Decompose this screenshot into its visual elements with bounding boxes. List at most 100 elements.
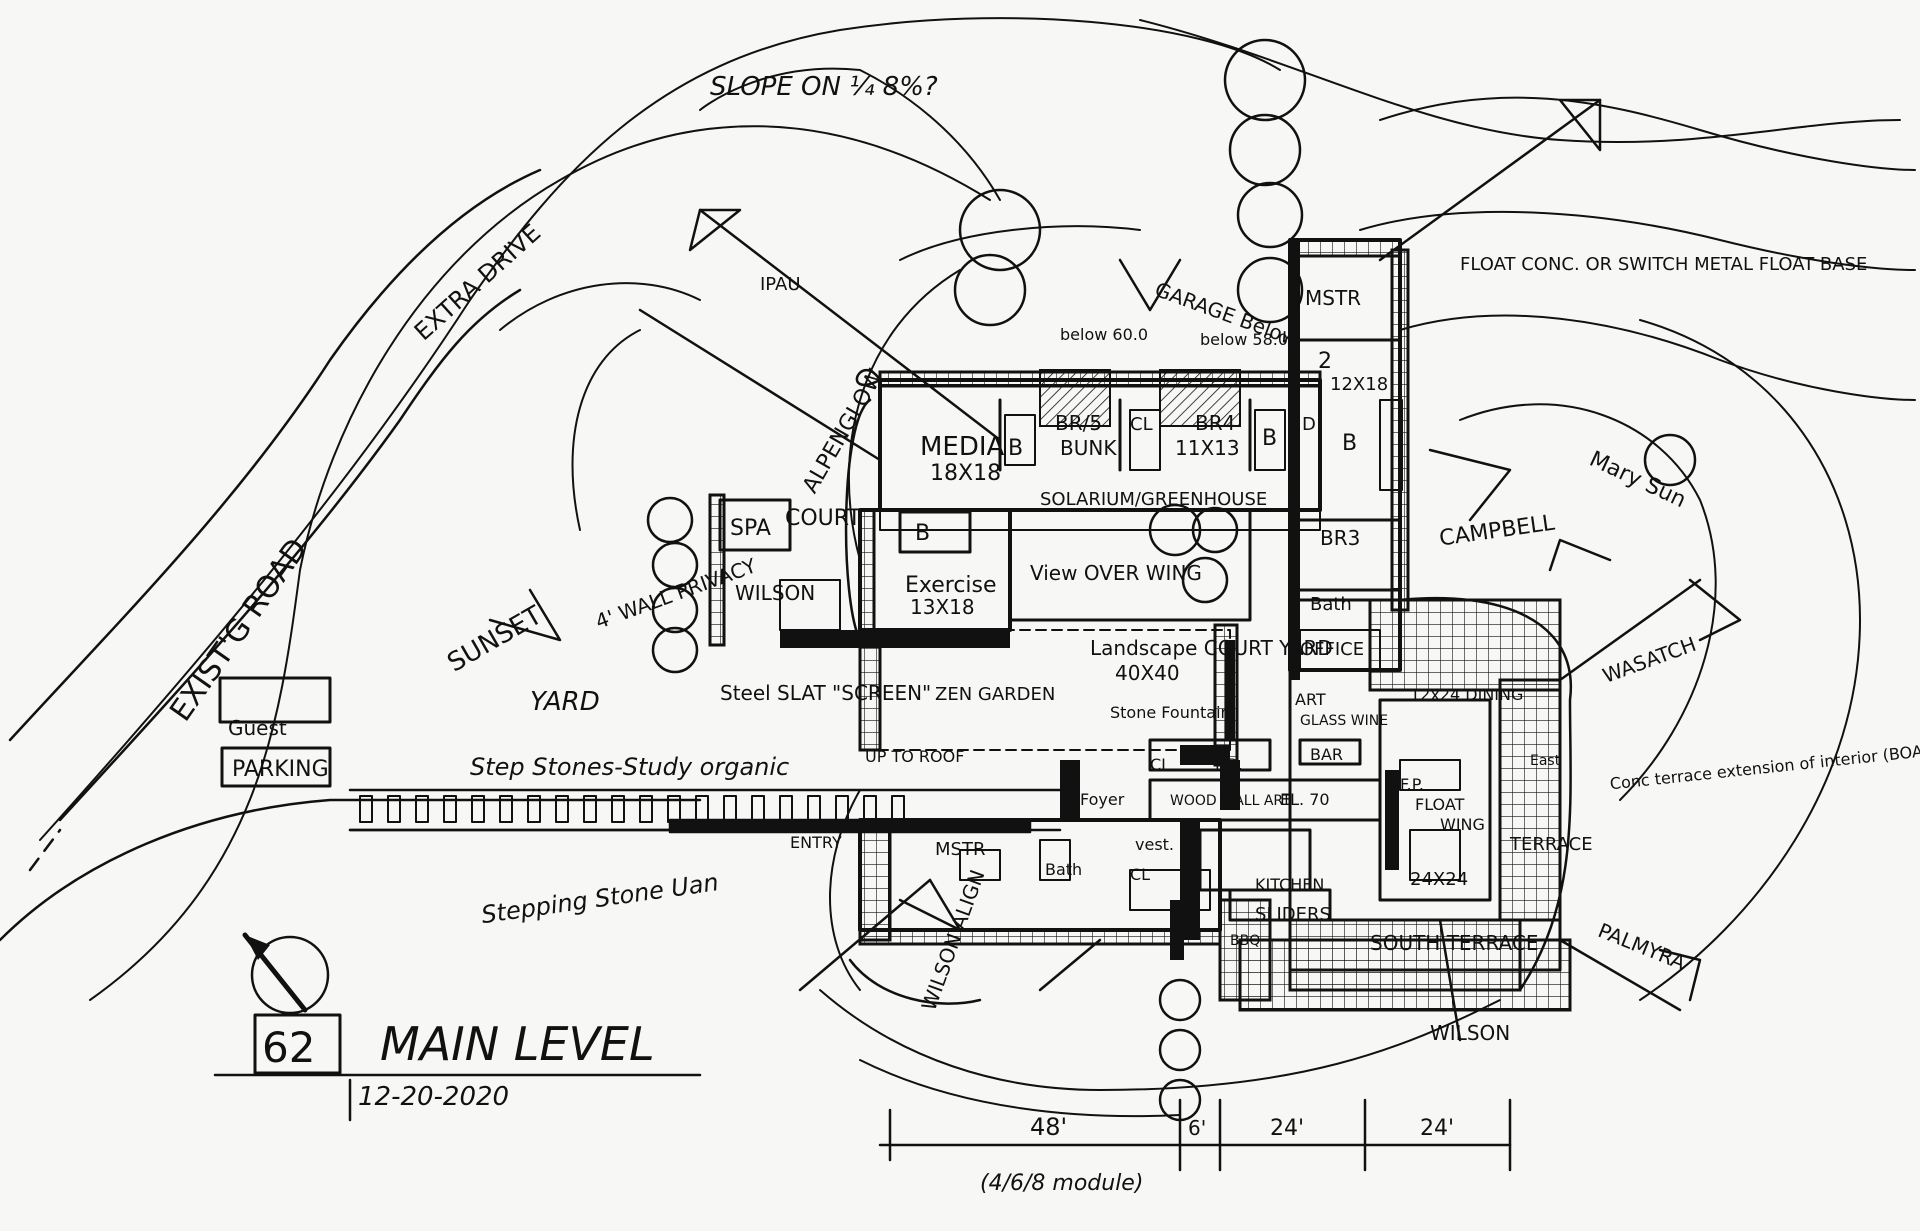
room-vest: vest.: [1135, 835, 1174, 854]
note-float-conc: FLOAT CONC. OR SWITCH METAL FLOAT BASE: [1460, 254, 1867, 275]
room-b4: B: [915, 521, 930, 546]
contour-lines: [39, 17, 1916, 1118]
room-up-to-roof: UP TO ROOF: [865, 747, 964, 766]
wilson-court-label: WILSON: [735, 581, 815, 605]
room-view-over-wing: View OVER WING: [1030, 561, 1202, 585]
tree-icon: [1148, 503, 1202, 557]
terrace-outline: [844, 368, 1573, 1005]
stepping-stone: [471, 795, 485, 823]
step-stones-label: Step Stones-Study organic: [470, 753, 789, 781]
room-d: D: [1302, 414, 1316, 435]
stepping-stone: [723, 795, 737, 823]
tree-icon: [1191, 506, 1239, 554]
dim-module: (4/6/8 module): [980, 1171, 1143, 1196]
room-below-58: below 58.0: [1200, 330, 1288, 349]
room-mstr-size: 12X18: [1330, 374, 1388, 395]
room-courtyard-size: 40X40: [1115, 661, 1180, 685]
dimension-lines: [878, 1098, 1512, 1172]
stepping-stone: [751, 795, 765, 823]
stepping-stone: [555, 795, 569, 823]
room-solarium: SOLARIUM/GREENHOUSE: [1040, 489, 1267, 510]
dim-48: 48': [1030, 1113, 1067, 1141]
tree-icon: [953, 253, 1027, 327]
room-landscape-courtyard: Landscape COURT YARD: [1090, 636, 1333, 660]
room-mstr-num: 2: [1318, 349, 1332, 374]
yard-label: YARD: [530, 687, 600, 717]
alpenglow-label: ALPENGLOW: [798, 365, 889, 498]
tree-icon: [646, 496, 694, 544]
trees: [646, 38, 1697, 1122]
court-label: COURT: [785, 506, 861, 531]
wilson-bottom-label: WILSON: [1430, 1021, 1510, 1045]
campbell-label: CAMPBELL: [1438, 510, 1557, 551]
tree-icon: [1228, 113, 1302, 187]
room-office: OFFICE: [1300, 639, 1364, 660]
room-bath: Bath: [1310, 594, 1352, 615]
room-entry: ENTRY: [790, 833, 842, 852]
stepping-stone: [639, 795, 653, 823]
stepping-stone: [499, 795, 513, 823]
room-glass-wine: GLASS WINE: [1300, 713, 1388, 729]
dim-6: 6': [1188, 1116, 1206, 1140]
steel-slat-label: Steel SLAT "SCREEN": [720, 681, 931, 705]
spa-court: [708, 493, 841, 647]
stepping-stone: [527, 795, 541, 823]
stepping-stone: [583, 795, 597, 823]
landscape-courtyard: [858, 623, 1239, 767]
room-terrace: TERRACE: [1509, 834, 1593, 855]
room-exercise-size: 13X18: [910, 595, 975, 619]
room-bbq: BBQ: [1230, 933, 1260, 949]
stepping-stone: [359, 795, 373, 823]
tree-icon: [1236, 256, 1304, 324]
tree-icon: [958, 188, 1042, 272]
tree-icon: [1223, 38, 1307, 122]
room-cl1: CL: [1130, 414, 1153, 435]
stepping-stone: [387, 795, 401, 823]
dim-24a: 24': [1270, 1116, 1304, 1141]
title-block: [213, 1013, 702, 1122]
stepping-stone-label: Stepping Stone Uan: [480, 868, 721, 929]
tree-icon: [1158, 1028, 1202, 1072]
stepping-stone: [807, 795, 821, 823]
room-bunk: BUNK: [1060, 436, 1117, 460]
tree-icon: [1181, 556, 1229, 604]
room-media: MEDIA: [920, 432, 1005, 462]
room-mstr-bottom: MSTR: [935, 839, 985, 860]
room-cl2: CL: [1150, 755, 1170, 774]
room-br4: BR4: [1195, 411, 1235, 435]
room-fp: F.P.: [1400, 775, 1424, 794]
room-br4-size: 11X13: [1175, 436, 1240, 460]
north-arrow-icon: [242, 932, 330, 1015]
room-b2: B: [1262, 426, 1277, 451]
room-dining: 12x24 DINING: [1410, 685, 1523, 704]
room-pr: P.R.: [1215, 755, 1243, 774]
guest-parking-bottom: PARKING: [232, 757, 329, 782]
tree-icon: [1643, 433, 1697, 487]
sunset-label: SUNSET: [443, 600, 548, 678]
room-sliders: SLIDERS: [1255, 904, 1331, 925]
room-wing: WING: [1440, 815, 1485, 834]
view-arrows: [488, 98, 1742, 1042]
room-zen-garden: ZEN GARDEN: [935, 684, 1055, 705]
room-stone-fountain: Stone Fountain: [1110, 703, 1231, 722]
room-exercise: Exercise: [905, 573, 997, 598]
south-wing: [858, 760, 1572, 1012]
stepping-stone-path: [348, 788, 1062, 834]
extra-drive-label: EXTRA DRIVE: [409, 219, 546, 346]
room-art1: ART: [1295, 690, 1326, 709]
ipau-label: IPAU: [760, 274, 801, 295]
room-bath2: Bath: [1045, 860, 1082, 879]
tree-icon: [651, 586, 699, 634]
tree-icon: [651, 626, 699, 674]
room-br5: BR/5: [1055, 411, 1102, 435]
room-below-60: below 60.0: [1060, 325, 1148, 344]
room-media-size: 18X18: [930, 461, 1001, 486]
room-el-70: EL. 70: [1280, 790, 1330, 809]
room-cl3: CL: [1130, 865, 1150, 884]
room-b3: B: [1342, 431, 1357, 456]
room-br3: BR3: [1320, 526, 1360, 550]
labels: 62 MAIN LEVEL 12-20-2020 SLOPE ON ¼ 8%? …: [163, 72, 1920, 1196]
spa-label: SPA: [730, 516, 771, 541]
guest-parking: [218, 676, 332, 788]
